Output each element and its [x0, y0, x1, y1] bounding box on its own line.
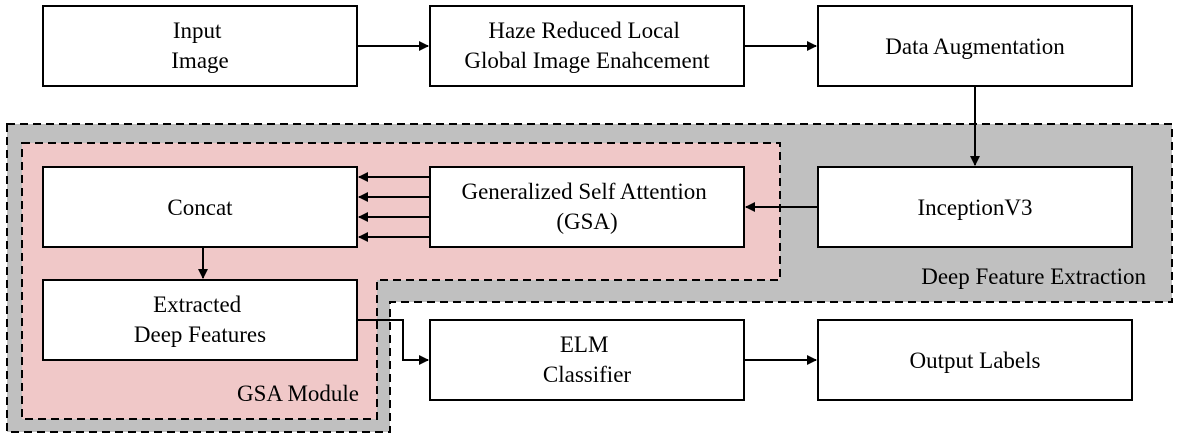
elm-classifier-box — [429, 319, 745, 401]
elm-classifier-label-line-1: ELM — [560, 332, 609, 357]
concat-label: Concat — [167, 195, 233, 220]
output-labels-label-line-1: Output Labels — [910, 348, 1041, 373]
gsa-label-line-1: Generalized Self Attention — [461, 179, 707, 204]
data-augmentation-label-line-1: Data Augmentation — [885, 34, 1065, 59]
gsa-label: Generalized Self Attention (GSA) — [461, 179, 712, 234]
concat-box — [42, 166, 358, 248]
edge-extracted-to-elm — [357, 319, 429, 365]
data-augmentation-box — [817, 5, 1133, 87]
extracted-features-box — [42, 279, 358, 361]
gsa-module-label: GSA Module — [237, 381, 359, 406]
haze-enhancement-label-line-1: Haze Reduced Local — [488, 18, 680, 43]
input-image-label-line-2: Image — [171, 48, 228, 73]
extracted-features-label-line-2: Deep Features — [134, 322, 266, 347]
data-augmentation-label: Data Augmentation — [885, 34, 1065, 59]
output-labels-box — [817, 319, 1133, 401]
deep-feature-extraction-label: Deep Feature Extraction — [921, 264, 1146, 289]
extracted-features-label-line-1: Extracted — [153, 292, 242, 317]
elm-classifier-label-line-2: Classifier — [543, 362, 631, 387]
haze-enhancement-label: Haze Reduced Local Global Image Enahceme… — [464, 18, 710, 73]
input-image-label: Input Image — [171, 18, 228, 73]
inceptionv3-box — [817, 166, 1133, 248]
output-labels-label: Output Labels — [910, 348, 1041, 373]
elm-classifier-label: ELM Classifier — [543, 332, 631, 387]
gsa-label-line-2: (GSA) — [556, 209, 617, 234]
inceptionv3-label: InceptionV3 — [918, 195, 1033, 220]
input-image-label-line-1: Input — [173, 18, 222, 43]
extracted-features-label: Extracted Deep Features — [134, 292, 266, 347]
haze-enhancement-label-line-2: Global Image Enahcement — [464, 48, 710, 73]
input-image-box — [42, 5, 358, 87]
inceptionv3-label-line-1: InceptionV3 — [918, 195, 1033, 220]
concat-label-line-1: Concat — [167, 195, 233, 220]
gsa-box — [429, 166, 745, 248]
